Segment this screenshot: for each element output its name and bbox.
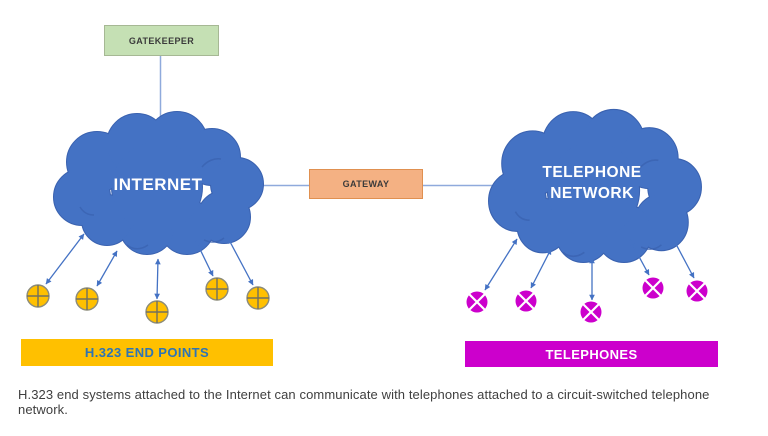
circle-x-icon [515, 290, 537, 312]
circle-plus-icon [205, 277, 229, 301]
h323-endpoints-bar: H.323 END POINTS [21, 339, 273, 366]
h323-endpoints-bar-label: H.323 END POINTS [84, 345, 210, 360]
circle-plus-icon [75, 287, 99, 311]
gatekeeper-label: GATEKEEPER [128, 35, 195, 46]
gatekeeper-node: GATEKEEPER [104, 25, 219, 56]
telephone-network-label-line2: NETWORK [550, 185, 634, 202]
endpoint-arrows [45, 233, 254, 300]
circle-x-icon [642, 277, 664, 299]
telephones-bar: TELEPHONES [465, 341, 718, 367]
telephone-arrows [484, 228, 695, 301]
telephones-bar-label: TELEPHONES [545, 346, 638, 362]
circle-plus-icon [145, 300, 169, 324]
telephone-network-label-line1: TELEPHONE [542, 164, 642, 181]
circle-plus-icon [26, 284, 50, 308]
gateway-label: GATEWAY [342, 179, 390, 189]
diagram-caption: H.323 end systems attached to the Intern… [18, 387, 710, 417]
h323-endpoint-icons [26, 277, 270, 324]
telephone-network-cloud-label: TELEPHONE NETWORK [492, 162, 692, 204]
circle-x-icon [686, 280, 708, 302]
circle-x-icon [466, 291, 488, 313]
circle-plus-icon [246, 286, 270, 310]
gateway-node: GATEWAY [309, 169, 423, 199]
telephone-icons [466, 277, 708, 323]
circle-x-icon [580, 301, 602, 323]
internet-cloud-label: INTERNET [113, 175, 203, 194]
